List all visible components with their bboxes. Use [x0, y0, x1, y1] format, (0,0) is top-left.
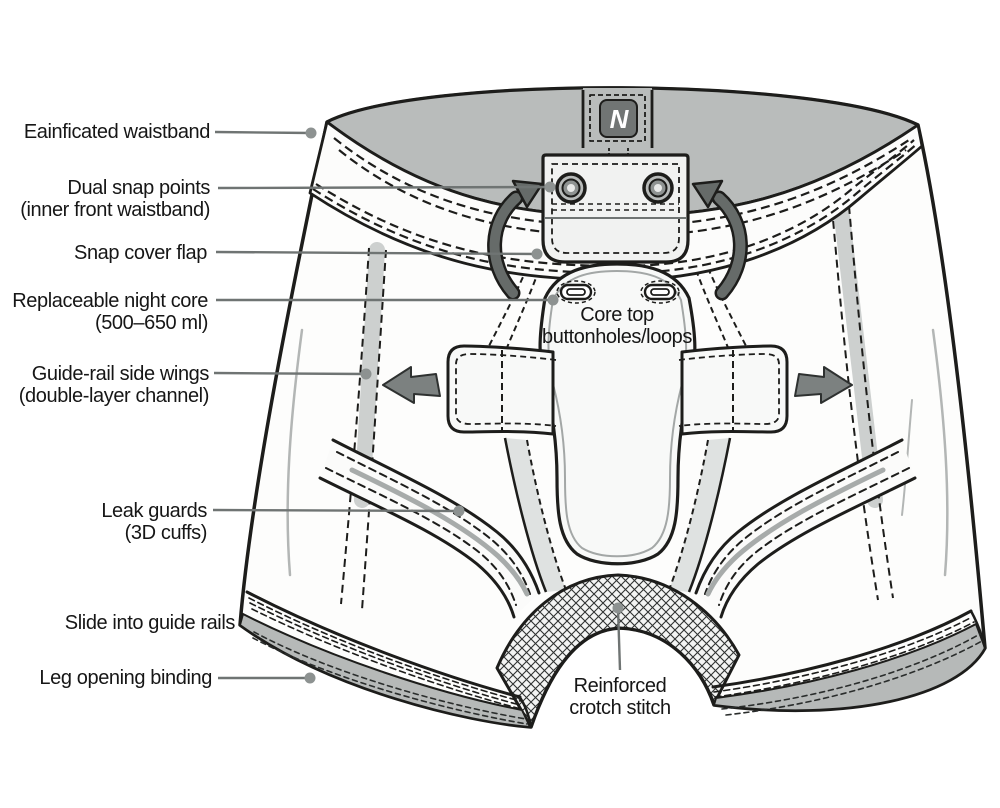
leader-lines	[212, 127, 624, 684]
label-dual-snap-line1: Dual snap points	[67, 177, 210, 199]
leg-openings	[238, 590, 987, 729]
night-core	[538, 262, 697, 566]
label-dual-snap-line2: (inner front waistband)	[20, 199, 210, 221]
flap-body	[541, 153, 690, 264]
label-guide-rail-side-wings: Guide-rail side wings (double-layer chan…	[18, 363, 210, 407]
label-core-top-line2: buttonholes/loops	[542, 326, 692, 348]
flap-stitch-border	[551, 163, 680, 254]
arrow-right-icon	[794, 366, 853, 404]
label-slide-into-guide-rails: Slide into guide rails	[64, 612, 236, 634]
label-crotch-line1: Reinforced	[573, 675, 667, 697]
label-dual-snap-points: Dual snap points (inner front waistband)	[20, 177, 210, 221]
label-snap-cover-flap: Snap cover flap	[74, 242, 207, 264]
brand-tag: N	[581, 88, 654, 158]
slide-channel-right-fill	[669, 438, 730, 592]
wing-right	[680, 344, 789, 436]
core-slide-channels	[503, 437, 732, 593]
label-core-top-line1: Core top	[580, 304, 654, 326]
label-leak-guards-line1: Leak guards	[101, 500, 207, 522]
label-night-core-line1: Replaceable night core	[12, 290, 208, 312]
snap-right	[642, 172, 674, 204]
label-waistband: Eainficated waistband	[23, 121, 211, 143]
label-crotch-line2: crotch stitch	[569, 697, 671, 719]
core-inner-line	[547, 270, 688, 558]
label-slide-rails-line1: Slide into guide rails	[64, 612, 236, 634]
slide-channel-right-edge	[687, 437, 732, 593]
right-leg-crease	[931, 328, 949, 577]
leak-guards	[318, 438, 917, 619]
guide-rail-stitch-right-b	[848, 205, 894, 599]
leak-guard-right-shade	[705, 467, 886, 597]
label-leg-opening-binding: Leg opening binding	[39, 667, 212, 689]
leak-guard-left-shade	[349, 467, 530, 597]
label-night-core-line2: (500–650 ml)	[94, 312, 208, 334]
brand-logo-letter: N	[610, 104, 630, 134]
label-leak-guards-line2: (3D cuffs)	[124, 522, 208, 544]
leg-binding-right-edge	[711, 609, 973, 689]
guide-rail-stitch-right-a	[831, 207, 879, 601]
snap-left	[555, 172, 587, 204]
label-waistband-line1: Eainficated waistband	[23, 121, 211, 143]
label-reinforced-crotch-stitch: Reinforced crotch stitch	[569, 675, 671, 719]
guide-rail-strip-right	[833, 200, 883, 508]
snap-cover-flap	[541, 153, 690, 264]
core-buttonholes	[556, 280, 680, 304]
left-leg-crease	[286, 328, 304, 577]
label-side-wings-line1: Guide-rail side wings	[31, 363, 210, 385]
arrow-left-icon	[382, 366, 441, 404]
slide-channel-left-fill	[505, 438, 566, 592]
label-snap-flap-line1: Snap cover flap	[74, 242, 207, 264]
label-side-wings-line2: (double-layer channel)	[18, 385, 210, 407]
leak-guard-left-band	[320, 440, 539, 617]
label-leg-binding-line1: Leg opening binding	[39, 667, 212, 689]
label-core-top-buttonholes: Core top buttonholes/loops	[542, 304, 692, 348]
flip-arrowhead-right-icon	[691, 179, 724, 209]
side-wings	[446, 344, 789, 436]
slide-direction-arrows	[382, 366, 853, 404]
waistband: N	[308, 86, 924, 282]
slide-channel-left-edge	[503, 437, 548, 593]
front-panel-seams	[487, 267, 748, 351]
crotch-reinforcement	[495, 573, 741, 729]
brand-logo-icon	[599, 99, 638, 138]
wing-left	[446, 344, 555, 436]
leak-guard-right-band	[696, 440, 915, 617]
leg-binding-left-edge	[245, 590, 522, 699]
label-leak-guards: Leak guards (3D cuffs)	[101, 500, 207, 544]
crotch-hatch-band	[495, 573, 741, 729]
flip-arrows	[487, 179, 748, 301]
label-replaceable-night-core: Replaceable night core (500–650 ml)	[12, 290, 208, 334]
